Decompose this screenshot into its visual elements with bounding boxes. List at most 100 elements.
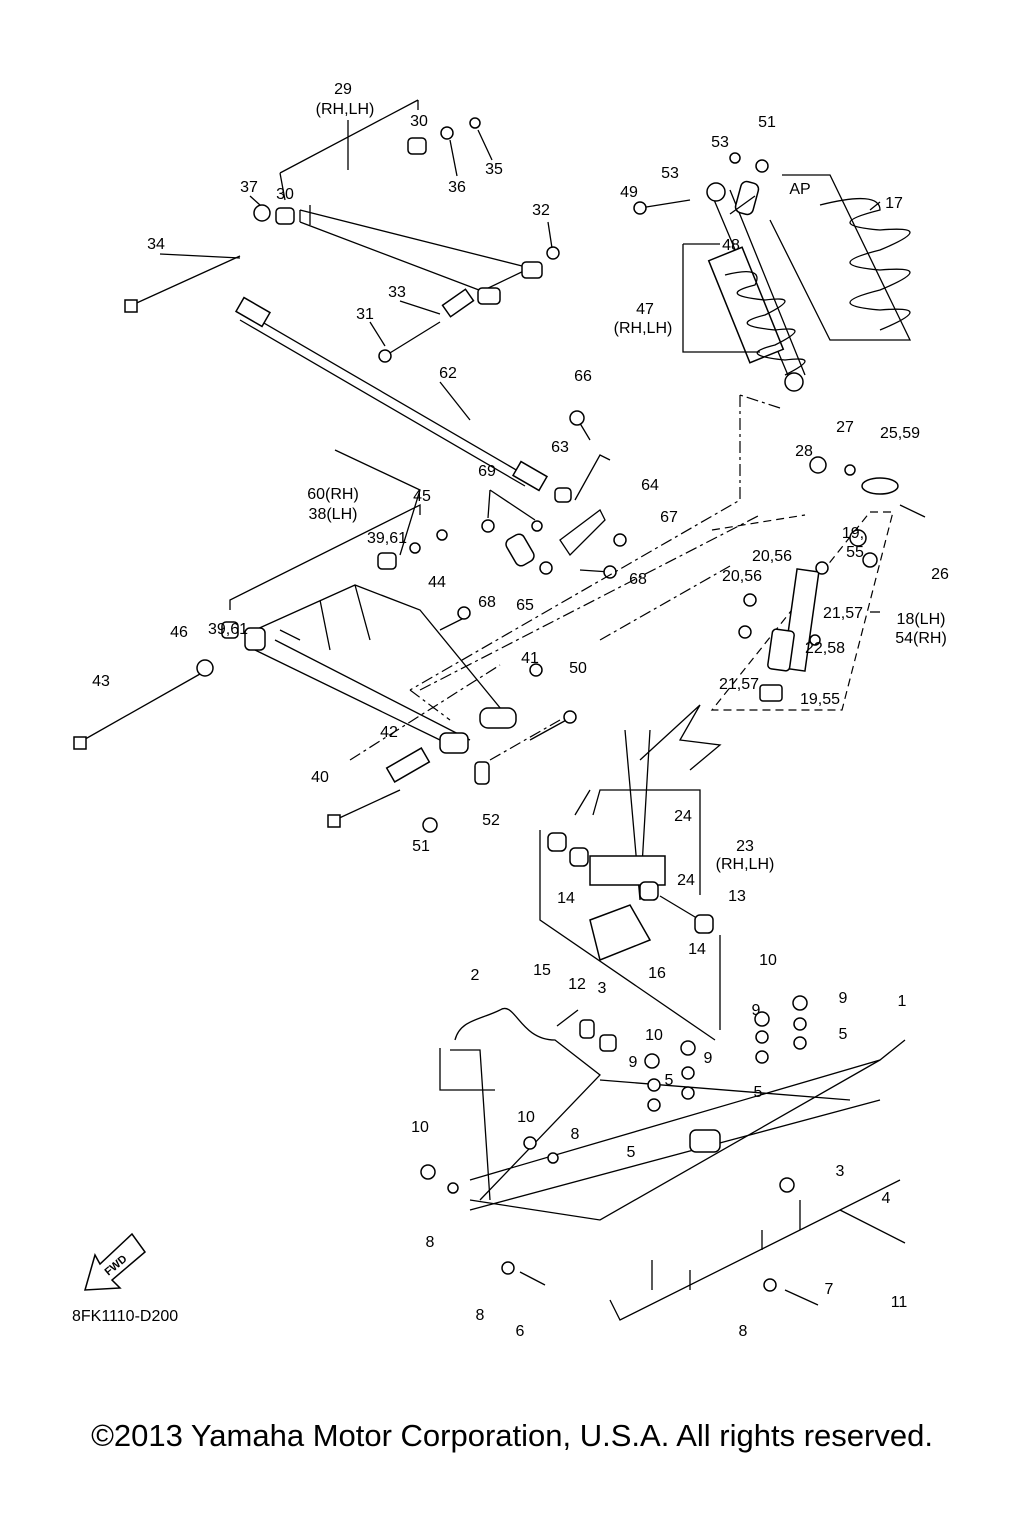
dash-dot-lines (349, 394, 781, 771)
callout-label: 23 (736, 838, 754, 855)
callout-label: 9 (704, 1050, 713, 1067)
callout-label: 29 (334, 81, 352, 98)
callout-label: 43 (92, 673, 110, 690)
mount-stacks (420, 995, 906, 1306)
callout-label: 27 (836, 419, 854, 436)
callout-label: 10 (759, 952, 777, 969)
callout-label: 34 (147, 236, 165, 253)
callout-label: 25,59 (880, 425, 920, 442)
diagram-id: 8FK1110-D200 (72, 1308, 179, 1325)
callout-label: 40 (311, 769, 329, 786)
callout-label: 41 (521, 650, 539, 667)
callout-label: 63 (551, 439, 569, 456)
callout-label: 48 (722, 237, 740, 254)
callout-label: (RH,LH) (614, 320, 673, 337)
tie-rod (234, 296, 549, 492)
callout-label: 20,56 (722, 568, 762, 585)
callout-label: 20,56 (752, 548, 792, 565)
callout-label: 64 (641, 477, 659, 494)
callout-label: 31 (356, 306, 374, 323)
callout-label: 14 (557, 890, 575, 907)
callout-label: 14 (688, 941, 706, 958)
callout-label: 7 (825, 1281, 834, 1298)
leaders (159, 99, 553, 421)
callout-label: 51 (758, 114, 776, 131)
callout-label: 10 (645, 1027, 663, 1044)
callout-label: 13 (728, 888, 746, 905)
callout-label: 9 (752, 1002, 761, 1019)
callout-label: 51 (412, 838, 430, 855)
callout-label: 67 (660, 509, 678, 526)
callout-label: 69 (478, 463, 496, 480)
callout-label: 53 (711, 134, 729, 151)
callout-label: 30 (276, 186, 294, 203)
callout-label: 50 (569, 660, 587, 677)
callout-label: 68 (629, 571, 647, 588)
callout-label: 8 (739, 1323, 748, 1340)
callout-label: 4 (882, 1190, 891, 1207)
callout-label: 1 (898, 993, 907, 1010)
callout-label: 19,55 (800, 691, 840, 708)
callout-label: 36 (448, 179, 466, 196)
callout-label: 8 (571, 1126, 580, 1143)
callout-label: 16 (648, 965, 666, 982)
callout-label: 53 (661, 165, 679, 182)
callout-label: 5 (665, 1072, 674, 1089)
callout-label: 46 (170, 624, 188, 641)
callout-label: 17 (885, 195, 903, 212)
callout-label: 24 (674, 808, 692, 825)
shock-absorber (633, 152, 912, 392)
lower-a-arm (73, 449, 577, 833)
copyright: ©2013 Yamaha Motor Corporation, U.S.A. A… (91, 1418, 933, 1453)
callout-label: 32 (532, 202, 550, 219)
spindle-and-ski (420, 729, 906, 1321)
callout-label: 9 (839, 990, 848, 1007)
callout-label: 11 (891, 1294, 908, 1311)
callout-label: 8 (476, 1307, 485, 1324)
steering-arm (481, 410, 627, 579)
callout-label: 6 (516, 1323, 525, 1340)
callout-label: 18(LH) (897, 611, 946, 628)
spindle-assembly (710, 456, 926, 711)
callout-label: AP (789, 181, 810, 198)
callout-label: 10 (517, 1109, 535, 1126)
callout-label: 15 (533, 962, 551, 979)
callout-label: 19, (842, 525, 864, 542)
callout-label: 28 (795, 443, 813, 460)
callout-label: 9 (629, 1054, 638, 1071)
callout-label: 10 (411, 1119, 429, 1136)
callout-label: (RH,LH) (716, 856, 775, 873)
fwd-arrow-icon: FWD (83, 1232, 147, 1291)
callout-label: 60(RH) (307, 486, 359, 503)
callout-label: 37 (240, 179, 258, 196)
callout-label: 5 (627, 1144, 636, 1161)
callout-label: 44 (428, 574, 446, 591)
upper-a-arm (124, 117, 560, 363)
callout-label: 38(LH) (309, 506, 358, 523)
callout-label: 12 (568, 976, 586, 993)
callout-label: 52 (482, 812, 500, 829)
callout-label: 21,57 (719, 676, 759, 693)
callout-label: 47 (636, 301, 654, 318)
callout-label: 24 (677, 872, 695, 889)
callout-label: (RH,LH) (316, 101, 375, 118)
callout-label: 8 (426, 1234, 435, 1251)
callout-label: 39,61 (208, 621, 248, 638)
callout-label: 3 (836, 1163, 845, 1180)
callout-label: 30 (410, 113, 428, 130)
callout-label: 65 (516, 597, 534, 614)
callout-label: 26 (931, 566, 949, 583)
callout-label: 22,58 (805, 640, 845, 657)
callout-label: 55 (846, 544, 864, 561)
callout-label: 21,57 (823, 605, 863, 622)
callout-label: 5 (839, 1026, 848, 1043)
callout-label: 3 (598, 980, 607, 997)
callout-label: 39,61 (367, 530, 407, 547)
callout-label: 49 (620, 184, 638, 201)
callout-label: 66 (574, 368, 592, 385)
callout-label: 33 (388, 284, 406, 301)
callout-label: 42 (380, 724, 398, 741)
callout-label: 2 (471, 967, 480, 984)
